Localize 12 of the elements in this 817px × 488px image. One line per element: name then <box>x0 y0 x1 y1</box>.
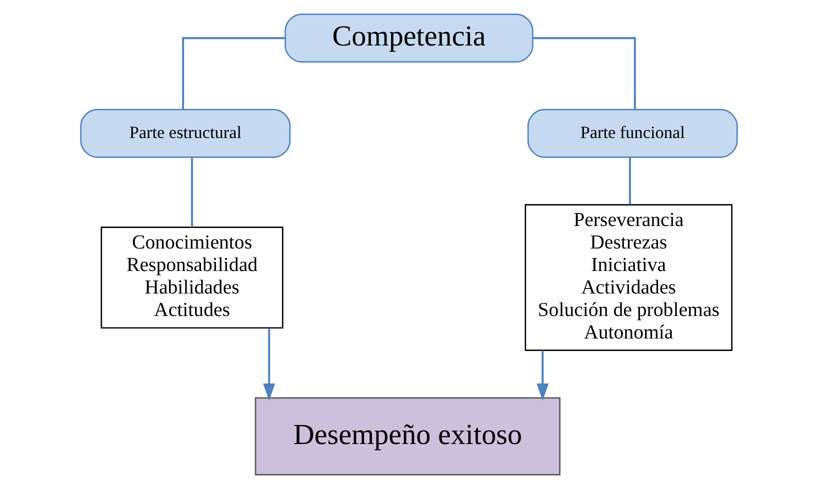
connector <box>628 157 630 204</box>
connector <box>532 36 636 109</box>
connector <box>182 36 284 109</box>
node-box: Parte funcional <box>526 108 738 158</box>
node-box: Perseverancia Destrezas Iniciativa Actividades Solución de problemas Autonomía <box>524 204 732 350</box>
node-box: Conocimientos Responsabilidad Habilidades Actitudes <box>100 226 283 328</box>
node-box: Parte estructural <box>80 108 290 158</box>
arrow <box>536 350 548 400</box>
node-box: Desempeño exitoso <box>254 396 560 475</box>
node-box: Competencia <box>284 13 533 62</box>
arrow <box>262 328 275 400</box>
connector <box>190 157 193 227</box>
